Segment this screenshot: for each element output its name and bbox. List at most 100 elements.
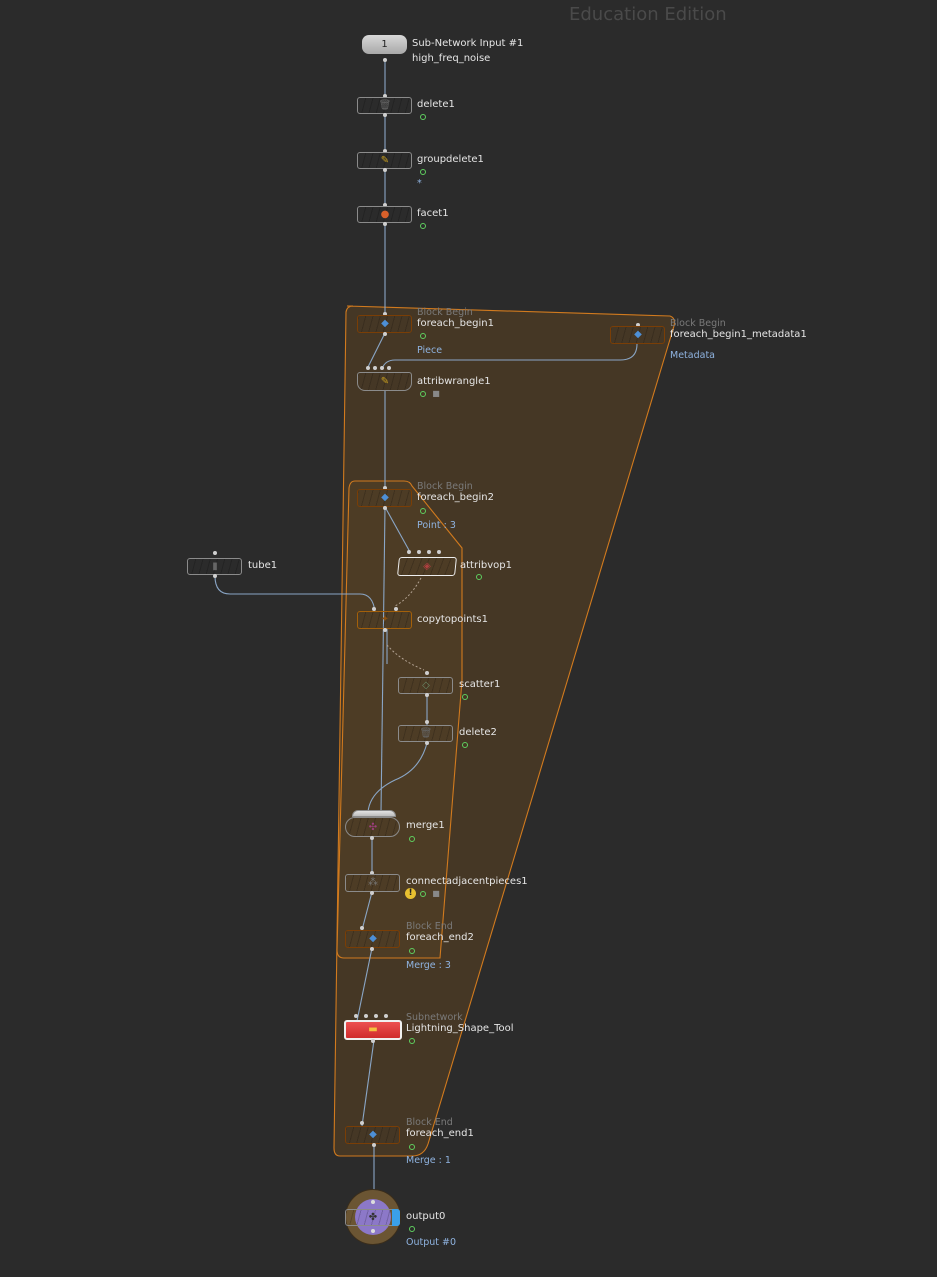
trash-icon: 🗑 [378,100,392,111]
input-connector[interactable] [370,871,374,875]
output-connector[interactable] [383,168,387,172]
display-flag-ring[interactable] [462,694,468,700]
input-connector[interactable] [213,551,217,555]
display-flag-ring[interactable] [409,836,415,842]
foreach-block-inner[interactable] [336,480,463,959]
output-connector[interactable] [370,947,374,951]
input-connector[interactable] [425,671,429,675]
tube1-node[interactable]: ▮ [187,558,242,575]
output-connector[interactable] [383,506,387,510]
display-flag-ring[interactable] [420,169,426,175]
foreach-begin1-metadata1-node[interactable]: ◆ [610,326,665,344]
output0-info: Output #0 [406,1237,457,1248]
foreach-begin1-metadata1-type: Block Begin [670,318,726,329]
output-connector[interactable] [213,574,217,578]
input-connector[interactable] [373,366,377,370]
foreach-begin1-node[interactable]: ◆ [357,315,412,333]
output-connector[interactable] [425,693,429,697]
output0-node[interactable]: ✤ [345,1209,400,1226]
vop-icon: ◈ [422,561,432,572]
merge1-node[interactable]: ✣ [345,817,400,837]
merge1-input-bar[interactable] [352,810,396,817]
output-connector[interactable] [371,1229,375,1233]
input-connector[interactable] [366,366,370,370]
foreach-end1-type: Block End [406,1117,453,1128]
connectadjacentpieces1-node[interactable]: ⁂ [345,874,400,892]
tube-icon: ▮ [212,561,218,572]
output-connector[interactable] [370,836,374,840]
display-flag-ring[interactable] [420,508,426,514]
foreach-block-icon: ◆ [381,318,389,329]
input-connector[interactable] [371,1200,375,1204]
groupdelete1-node[interactable]: ✎ [357,152,412,169]
display-flag-ring[interactable] [420,114,426,120]
input-connector[interactable] [364,1014,368,1018]
output-connector[interactable] [383,58,387,62]
output-connector[interactable] [383,628,387,632]
input-connector[interactable] [354,1014,358,1018]
output-connector[interactable] [371,1039,375,1043]
display-flag-ring[interactable] [420,391,426,397]
input-connector[interactable] [383,486,387,490]
lightning-shape-tool-node[interactable]: ▬ [344,1020,402,1040]
copytopoints1-node[interactable]: ✦ [357,611,412,629]
foreach-begin2-node[interactable]: ◆ [357,489,412,507]
output-connector[interactable] [372,1143,376,1147]
input-connector[interactable] [407,550,411,554]
delete1-node[interactable]: 🗑 [357,97,412,114]
input-connector[interactable] [360,1121,364,1125]
display-flag-ring[interactable] [409,1144,415,1150]
output-connector[interactable] [383,113,387,117]
input-connector[interactable] [425,720,429,724]
warning-icon[interactable]: ! [405,888,416,899]
input-connector[interactable] [437,550,441,554]
connectadjacentpieces1-label: connectadjacentpieces1 [406,876,528,887]
input-connector[interactable] [383,312,387,316]
output-connector[interactable] [370,891,374,895]
delete2-node[interactable]: 🗑 [398,725,453,742]
input-connector[interactable] [360,926,364,930]
display-flag-ring[interactable] [420,223,426,229]
scatter1-node[interactable]: ◇ [398,677,453,694]
foreach-block-icon: ◆ [381,492,389,503]
foreach-end2-node[interactable]: ◆ [345,930,400,948]
display-flag-ring[interactable] [476,574,482,580]
display-flag-ring[interactable] [420,891,426,897]
input-connector[interactable] [374,1014,378,1018]
dependency-wires [386,577,425,671]
input-connector[interactable] [384,1014,388,1018]
input-connector[interactable] [383,149,387,153]
display-flag-ring[interactable] [420,333,426,339]
input-connector[interactable] [636,323,640,327]
scatter1-label: scatter1 [459,679,501,690]
merge-icon: ✣ [368,822,378,833]
display-flag-ring[interactable] [409,948,415,954]
input-connector[interactable] [427,550,431,554]
wrangle-icon: ✎ [380,376,390,387]
attribvop1-node[interactable]: ◈ [397,557,457,576]
input-connector[interactable] [387,366,391,370]
output-connector[interactable] [383,332,387,336]
input-connector[interactable] [380,366,384,370]
lock-icon[interactable]: ■ [432,889,440,898]
foreach-end1-node[interactable]: ◆ [345,1126,400,1144]
input-connector[interactable] [383,203,387,207]
subnet-input-node[interactable]: 1 [362,35,407,54]
display-flag-ring[interactable] [462,742,468,748]
foreach-block-icon: ◆ [634,329,642,340]
lock-icon[interactable]: ■ [432,389,440,398]
display-flag-ring[interactable] [409,1226,415,1232]
input-connector[interactable] [372,607,376,611]
input-connector[interactable] [417,550,421,554]
input-connector[interactable] [383,94,387,98]
attribwrangle1-node[interactable]: ✎ [357,372,412,391]
input-connector[interactable] [394,607,398,611]
display-flag[interactable] [392,1209,400,1226]
display-flag-ring[interactable] [409,1038,415,1044]
facet1-node[interactable]: ● [357,206,412,223]
output-connector[interactable] [425,741,429,745]
copytopoints1-label: copytopoints1 [417,614,488,625]
foreach-end2-label: foreach_end2 [406,932,474,943]
output-connector[interactable] [383,222,387,226]
